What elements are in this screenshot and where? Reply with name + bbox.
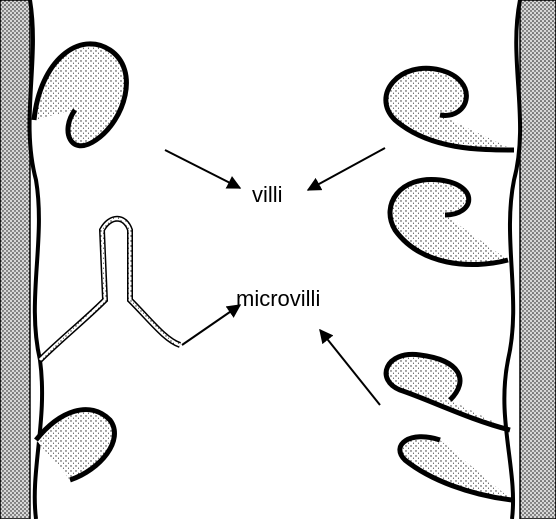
microvilli-label: microvilli: [236, 286, 320, 311]
right-lower-villus: [386, 354, 510, 430]
left-intestinal-wall: [0, 0, 180, 519]
right-bottom-villus: [400, 437, 512, 500]
left-upper-villus: [34, 44, 126, 146]
villi-label: villi: [252, 182, 283, 207]
arrow-villi-right: [308, 148, 385, 190]
left-lower-villus: [36, 410, 114, 480]
right-upper-villus: [386, 68, 514, 150]
arrow-microvilli-right: [320, 330, 380, 405]
arrow-microvilli-left: [182, 305, 240, 345]
right-intestinal-wall: [386, 0, 556, 519]
arrow-villi-left: [165, 150, 240, 188]
right-middle-villus: [390, 179, 508, 264]
